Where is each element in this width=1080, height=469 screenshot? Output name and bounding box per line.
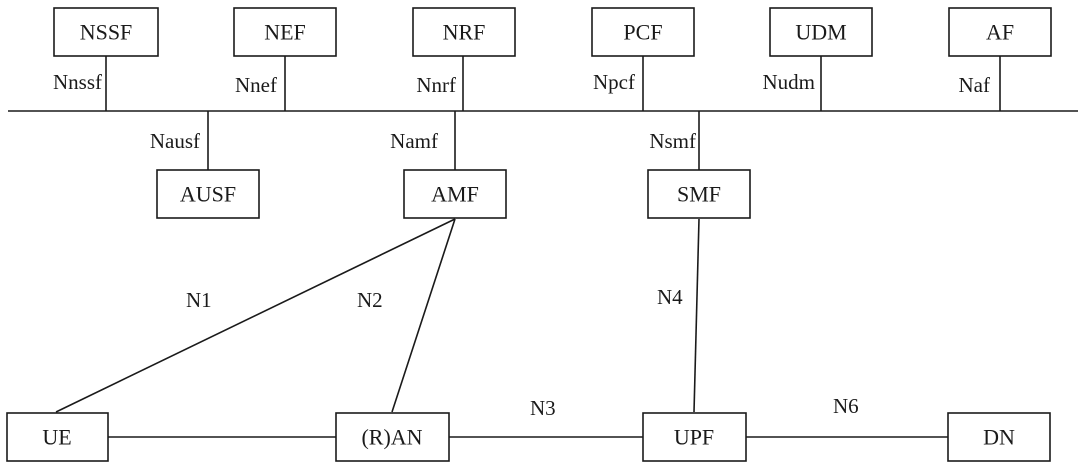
upf-box: UPF <box>642 412 747 462</box>
amf-box: AMF <box>403 169 507 219</box>
ue-box: UE <box>6 412 109 462</box>
udm-box: UDM <box>769 7 873 57</box>
n4-label: N4 <box>657 285 683 309</box>
n4-link <box>693 218 700 413</box>
af-label: AF <box>986 20 1014 45</box>
ausf-label: AUSF <box>180 182 236 207</box>
n2-link <box>391 218 456 413</box>
n1-label: N1 <box>186 288 212 312</box>
nef-box: NEF <box>233 7 337 57</box>
smf-label: SMF <box>677 182 721 207</box>
n1-link <box>55 218 456 413</box>
ran-label: (R)AN <box>361 425 422 450</box>
nef-label: NEF <box>264 20 306 45</box>
nssf-label: NSSF <box>80 20 133 45</box>
amf-label: AMF <box>431 182 479 207</box>
nssf-box: NSSF <box>53 7 159 57</box>
npcf-label: Npcf <box>593 70 635 94</box>
pcf-label: PCF <box>623 20 662 45</box>
n3-label: N3 <box>530 396 556 420</box>
namf-label: Namf <box>390 129 438 153</box>
dn-label: DN <box>983 425 1015 450</box>
naf-label: Naf <box>959 73 990 97</box>
nnrf-label: Nnrf <box>416 73 456 97</box>
dn-box: DN <box>947 412 1051 462</box>
nudm-label: Nudm <box>763 70 816 94</box>
pcf-box: PCF <box>591 7 695 57</box>
udm-label: UDM <box>795 20 846 45</box>
upf-label: UPF <box>674 425 714 450</box>
n6-label: N6 <box>833 394 859 418</box>
ausf-box: AUSF <box>156 169 260 219</box>
smf-box: SMF <box>647 169 751 219</box>
ran-box: (R)AN <box>335 412 450 462</box>
ue-label: UE <box>42 425 71 450</box>
n2-label: N2 <box>357 288 383 312</box>
nrf-box: NRF <box>412 7 516 57</box>
nrf-label: NRF <box>443 20 486 45</box>
nsmf-label: Nsmf <box>649 129 696 153</box>
nausf-label: Nausf <box>150 129 200 153</box>
nnssf-label: Nnssf <box>53 70 102 94</box>
af-box: AF <box>948 7 1052 57</box>
nnef-label: Nnef <box>235 73 277 97</box>
